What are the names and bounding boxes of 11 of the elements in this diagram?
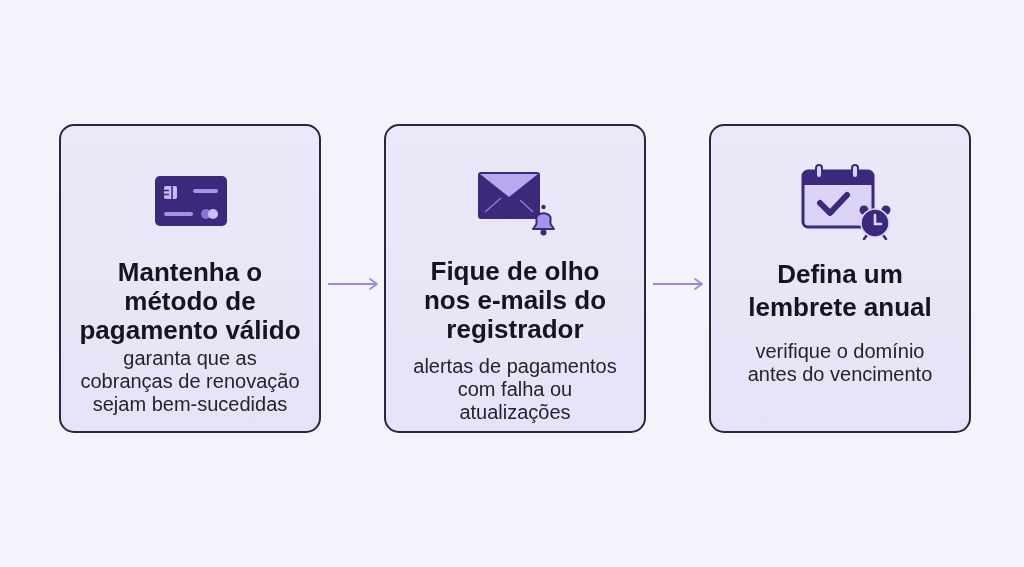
step-card — [709, 124, 971, 433]
step-description: alertas de pagamentos com falha ou atualizações — [412, 355, 618, 424]
step-description: garanta que as cobranças de renovação sejam bem-sucedidas — [79, 347, 301, 416]
arrow — [652, 278, 703, 290]
step-title: Mantenha o método de pagamento válido — [78, 258, 302, 345]
step-title: Defina um lembrete anual — [747, 258, 933, 324]
arrow — [327, 278, 378, 290]
step-description: verifique o domínio antes do vencimento — [746, 340, 934, 386]
step-card — [59, 124, 321, 433]
step-card — [384, 124, 646, 433]
step-title: Fique de olho nos e-mails do registrador — [422, 257, 607, 344]
